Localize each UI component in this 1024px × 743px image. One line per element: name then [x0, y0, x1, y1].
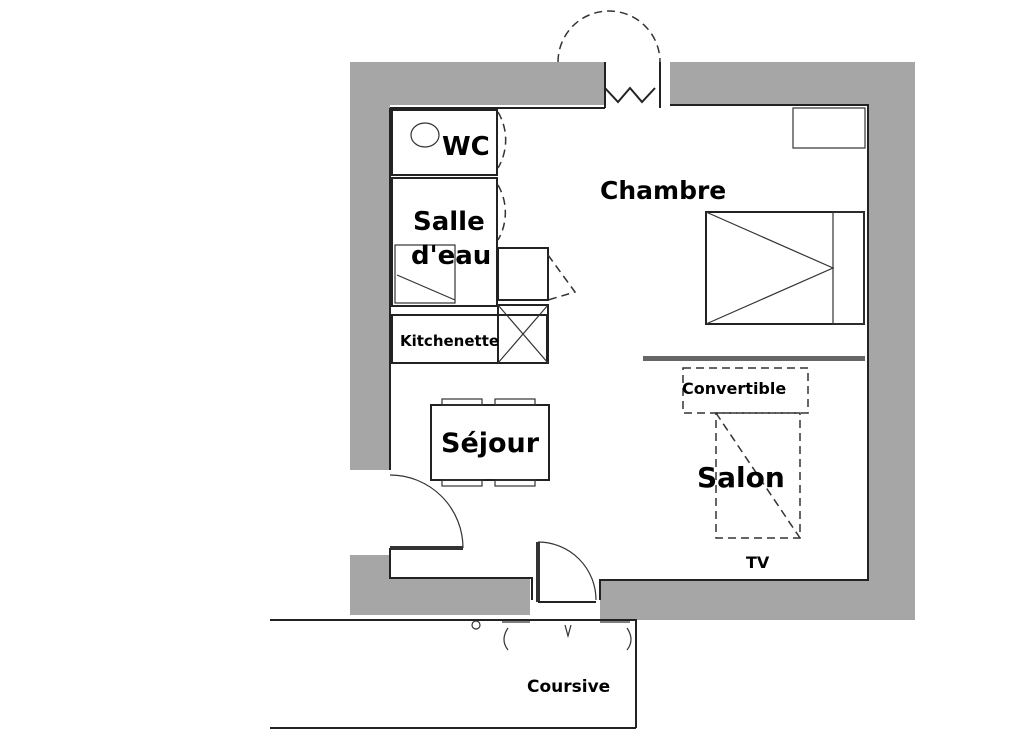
- partition: [643, 356, 865, 361]
- label-deau: d'eau: [411, 241, 491, 271]
- closet: [497, 247, 577, 301]
- label-salle: Salle: [413, 207, 485, 237]
- label-coursive: Coursive: [527, 677, 610, 697]
- coursive-area: [270, 619, 637, 729]
- wc-block: [391, 109, 507, 176]
- bed: [705, 107, 866, 325]
- label-sejour: Séjour: [441, 428, 540, 459]
- label-salon: Salon: [697, 461, 785, 494]
- label-wc: WC: [442, 132, 490, 162]
- dining-table: [430, 398, 550, 487]
- label-kitchenette: Kitchenette: [400, 332, 499, 350]
- interior-outline: [389, 104, 869, 600]
- convertible-sofa: [682, 367, 809, 539]
- label-tv: TV: [746, 553, 770, 572]
- entrance-door[interactable]: [536, 541, 597, 603]
- kitchenette-block: [391, 304, 549, 364]
- left-door[interactable]: [389, 474, 464, 550]
- salle-deau-block: [391, 177, 507, 307]
- label-chambre: Chambre: [600, 176, 726, 205]
- label-convertible: Convertible: [682, 379, 786, 398]
- top-door[interactable]: [557, 10, 661, 108]
- walls: [350, 62, 915, 620]
